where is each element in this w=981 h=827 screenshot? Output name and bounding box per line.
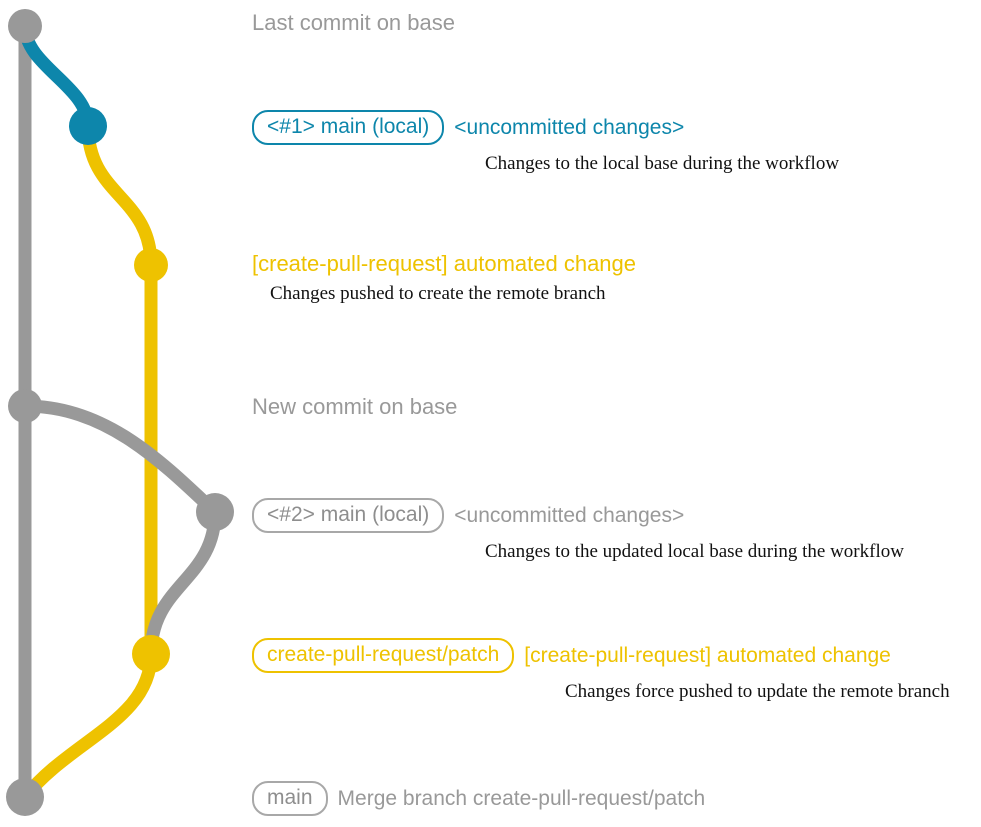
row-head: New commit on base [252, 396, 457, 418]
ref-badge-main-local-1[interactable]: <#1> main (local) [252, 110, 445, 145]
edge-remote-2-to-merge [18, 647, 158, 804]
row-automated-change-2: create-pull-request/patch [create-pull-r… [252, 638, 950, 701]
row-automated-change-1: [create-pull-request] automated change C… [252, 253, 636, 304]
row-head: create-pull-request/patch [create-pull-r… [252, 638, 950, 673]
commit-headline: Last commit on base [252, 10, 455, 35]
edge-local-2-to-remote-2 [144, 505, 222, 661]
row-head: Last commit on base [252, 12, 455, 34]
commit-note: Changes to the local base during the wor… [485, 153, 840, 174]
node-base-new-commit[interactable] [8, 389, 42, 423]
ref-badge-main-local-2[interactable]: <#2> main (local) [252, 498, 445, 533]
commit-nodes [6, 9, 234, 816]
commit-note: Changes pushed to create the remote bran… [270, 283, 606, 304]
row-head: main Merge branch create-pull-request/pa… [252, 781, 705, 816]
commit-subject: <uncommitted changes> [454, 116, 685, 139]
edge-local-1-to-remote-1 [81, 119, 158, 272]
row-local-uncommitted-1: <#1> main (local) <uncommitted changes> … [252, 110, 839, 173]
commit-subject: [create-pull-request] automated change [524, 644, 891, 667]
row-merge-commit: main Merge branch create-pull-request/pa… [252, 781, 705, 816]
commit-headline: New commit on base [252, 394, 458, 419]
row-head: [create-pull-request] automated change [252, 253, 636, 275]
commit-note: Changes force pushed to update the remot… [565, 681, 950, 702]
ref-badge-create-pull-request-patch[interactable]: create-pull-request/patch [252, 638, 515, 673]
node-base-head[interactable] [8, 9, 42, 43]
commit-headline: [create-pull-request] automated change [252, 251, 637, 276]
commit-subject: Merge branch create-pull-request/patch [337, 787, 706, 810]
commit-note: Changes to the updated local base during… [485, 541, 904, 562]
node-local-commit-1[interactable] [69, 107, 107, 145]
node-remote-commit-1[interactable] [134, 248, 168, 282]
node-merge-commit[interactable] [6, 778, 44, 816]
ref-badge-main[interactable]: main [252, 781, 328, 816]
commit-subject: <uncommitted changes> [454, 504, 685, 527]
row-new-commit-on-base: New commit on base [252, 396, 457, 418]
row-last-commit-on-base: Last commit on base [252, 12, 455, 34]
row-head: <#2> main (local) <uncommitted changes> [252, 498, 904, 533]
node-local-commit-2[interactable] [196, 493, 234, 531]
edge-base-new-commit-to-local-2 [18, 399, 222, 519]
row-local-uncommitted-2: <#2> main (local) <uncommitted changes> … [252, 498, 904, 561]
row-head: <#1> main (local) <uncommitted changes> [252, 110, 839, 145]
node-remote-commit-2[interactable] [132, 635, 170, 673]
